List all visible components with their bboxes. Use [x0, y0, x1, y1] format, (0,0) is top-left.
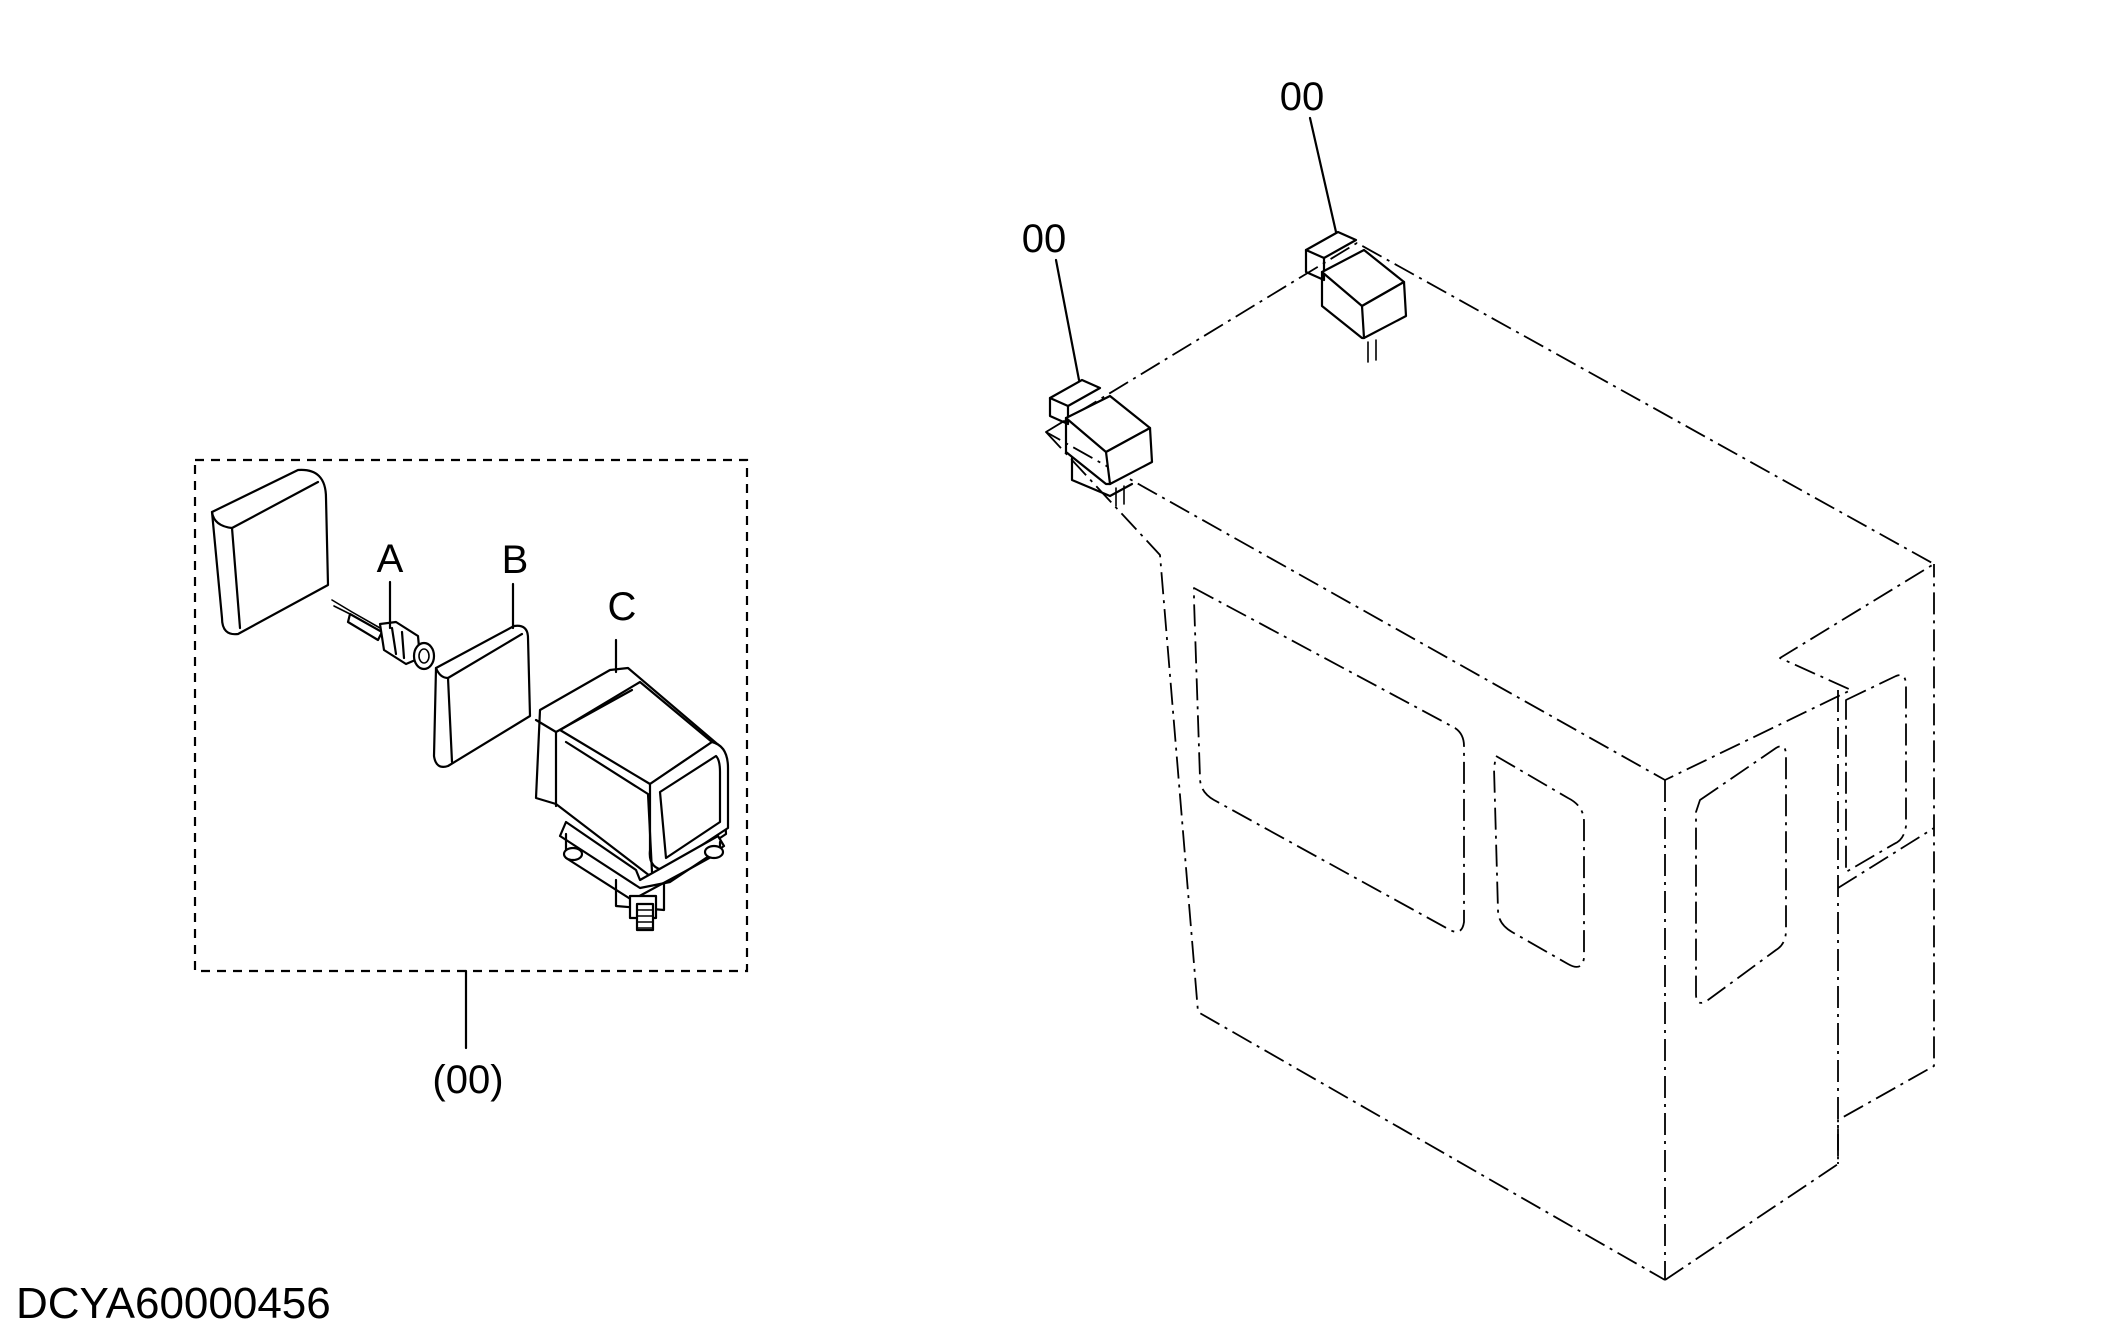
callout-assembly: (00) [432, 1058, 503, 1102]
callout-top-left: 00 [1022, 217, 1067, 261]
assembly-dashed-frame [193, 458, 749, 973]
cab-rear-window [1845, 674, 1907, 873]
drawing-code: DCYA60000456 [16, 1279, 331, 1322]
work-lamp-right [1304, 116, 1408, 363]
callout-top-right: 00 [1280, 75, 1325, 119]
cab-side-window-large [1193, 587, 1465, 933]
cab-outline [1045, 116, 1935, 1281]
gasket-b [432, 582, 532, 768]
callout-part-a: A [377, 537, 404, 581]
callout-part-c: C [608, 585, 637, 629]
cab-front-window [1695, 745, 1787, 1004]
cab-side-window-small [1493, 755, 1585, 968]
lamp-housing-c [534, 638, 730, 932]
bulb-a [331, 580, 436, 671]
work-lamp-left [1048, 258, 1154, 507]
callout-part-b: B [502, 538, 529, 582]
lens-cover [210, 468, 330, 636]
lamp-assembly-detail [193, 458, 749, 1050]
